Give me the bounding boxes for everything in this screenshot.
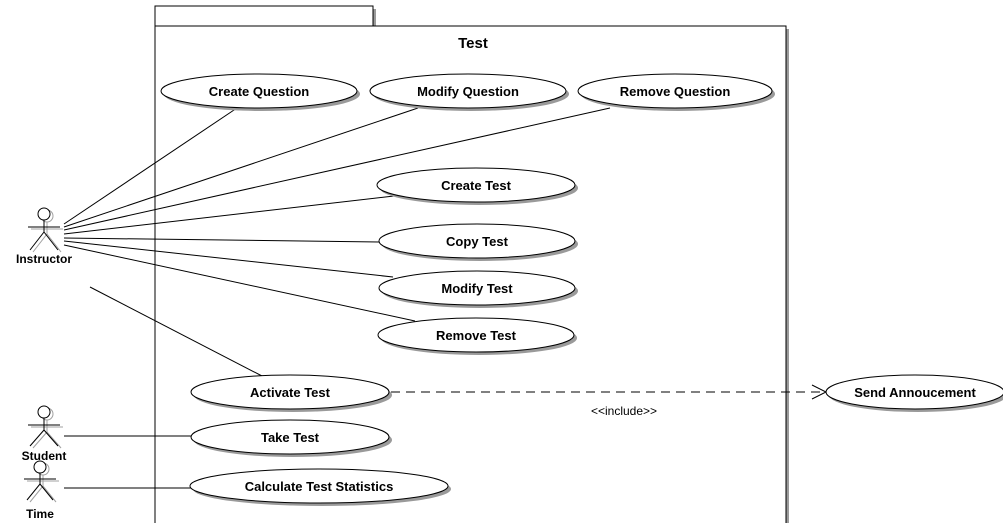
- system-title: Test: [458, 35, 488, 52]
- use-case-label: Create Question: [209, 84, 309, 99]
- assoc-instructor-modify-test: [63, 240, 394, 278]
- use-case-take-test[interactable]: Take Test: [190, 419, 392, 457]
- assoc-instructor-create-test: [63, 195, 395, 235]
- actor-instructor[interactable]: Instructor: [16, 207, 72, 266]
- use-case-remove-question[interactable]: Remove Question: [577, 73, 775, 111]
- stick-figure-icon: [28, 207, 63, 253]
- use-case-label: Take Test: [261, 430, 320, 445]
- associations: [63, 107, 611, 489]
- use-case-label: Remove Question: [620, 84, 731, 99]
- use-case-modify-test[interactable]: Modify Test: [378, 270, 578, 308]
- use-case-create-question[interactable]: Create Question: [160, 73, 360, 111]
- use-case-activate-test[interactable]: Activate Test: [190, 374, 392, 412]
- stick-figure-icon: [28, 405, 63, 449]
- use-case-label: Remove Test: [436, 328, 517, 343]
- use-case-calculate-test-statistics[interactable]: Calculate Test Statistics: [189, 468, 451, 506]
- actor-student[interactable]: Student: [22, 405, 67, 463]
- use-case-modify-question[interactable]: Modify Question: [369, 73, 569, 111]
- use-case-label: Calculate Test Statistics: [245, 479, 394, 494]
- use-case-remove-test[interactable]: Remove Test: [377, 317, 577, 355]
- actor-label: Instructor: [16, 252, 72, 266]
- actor-label: Time: [26, 507, 54, 521]
- assoc-instructor-remove-test: [63, 244, 416, 322]
- use-case-label: Modify Test: [441, 281, 513, 296]
- use-case-label: Activate Test: [250, 385, 331, 400]
- use-case-send-annoucement[interactable]: Send Annoucement: [825, 374, 1003, 412]
- assoc-instructor-remove-question: [63, 107, 611, 231]
- actor-label: Student: [22, 449, 67, 463]
- use-case-label: Send Annoucement: [854, 385, 976, 400]
- use-case-label: Copy Test: [446, 234, 509, 249]
- assoc-instructor-copy-test: [63, 237, 380, 243]
- stick-figure-icon: [24, 460, 59, 503]
- include-stereotype-label: <<include>>: [591, 404, 657, 418]
- actor-time[interactable]: Time: [24, 460, 59, 521]
- assoc-instructor-activate-test: [89, 286, 263, 377]
- use-case-label: Create Test: [441, 178, 512, 193]
- assoc-instructor-create-question: [63, 107, 238, 225]
- assoc-instructor-modify-question: [63, 107, 419, 228]
- use-case-label: Modify Question: [417, 84, 519, 99]
- use-case-create-test[interactable]: Create Test: [376, 167, 578, 205]
- use-case-copy-test[interactable]: Copy Test: [378, 223, 578, 261]
